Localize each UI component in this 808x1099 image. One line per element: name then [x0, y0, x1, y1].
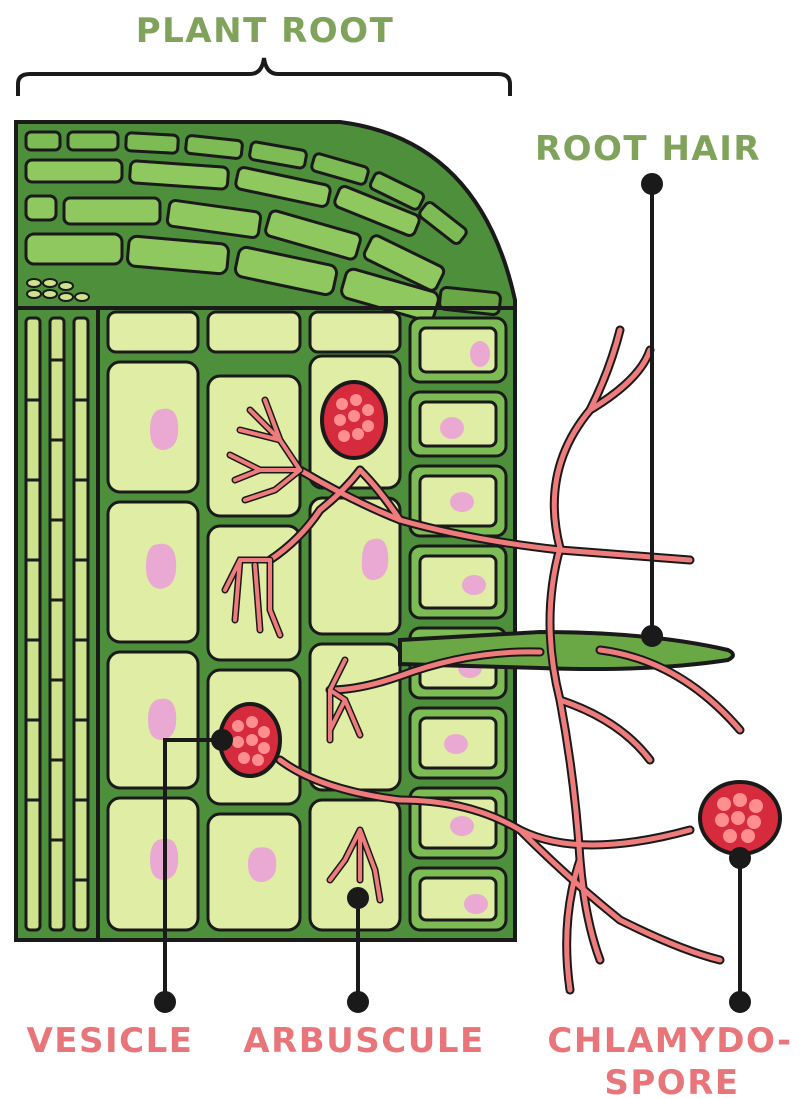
vesicle-top: [322, 382, 386, 458]
root-hair-label: ROOT HAIR: [535, 129, 761, 169]
plant-root-bracket: [18, 58, 510, 96]
arbuscule-label: ARBUSCULE: [243, 1021, 484, 1061]
chlamydospore-label-line1: CHLAMYDO-: [547, 1021, 792, 1061]
vesicle-label: VESICLE: [26, 1021, 193, 1061]
cortex-top-cells: [108, 312, 400, 352]
chlamydospore-label-line2: SPORE: [604, 1063, 739, 1099]
vascular-tissue: [26, 318, 88, 930]
chlamydospore: [700, 782, 780, 854]
plant-root-label: PLANT ROOT: [136, 11, 395, 51]
